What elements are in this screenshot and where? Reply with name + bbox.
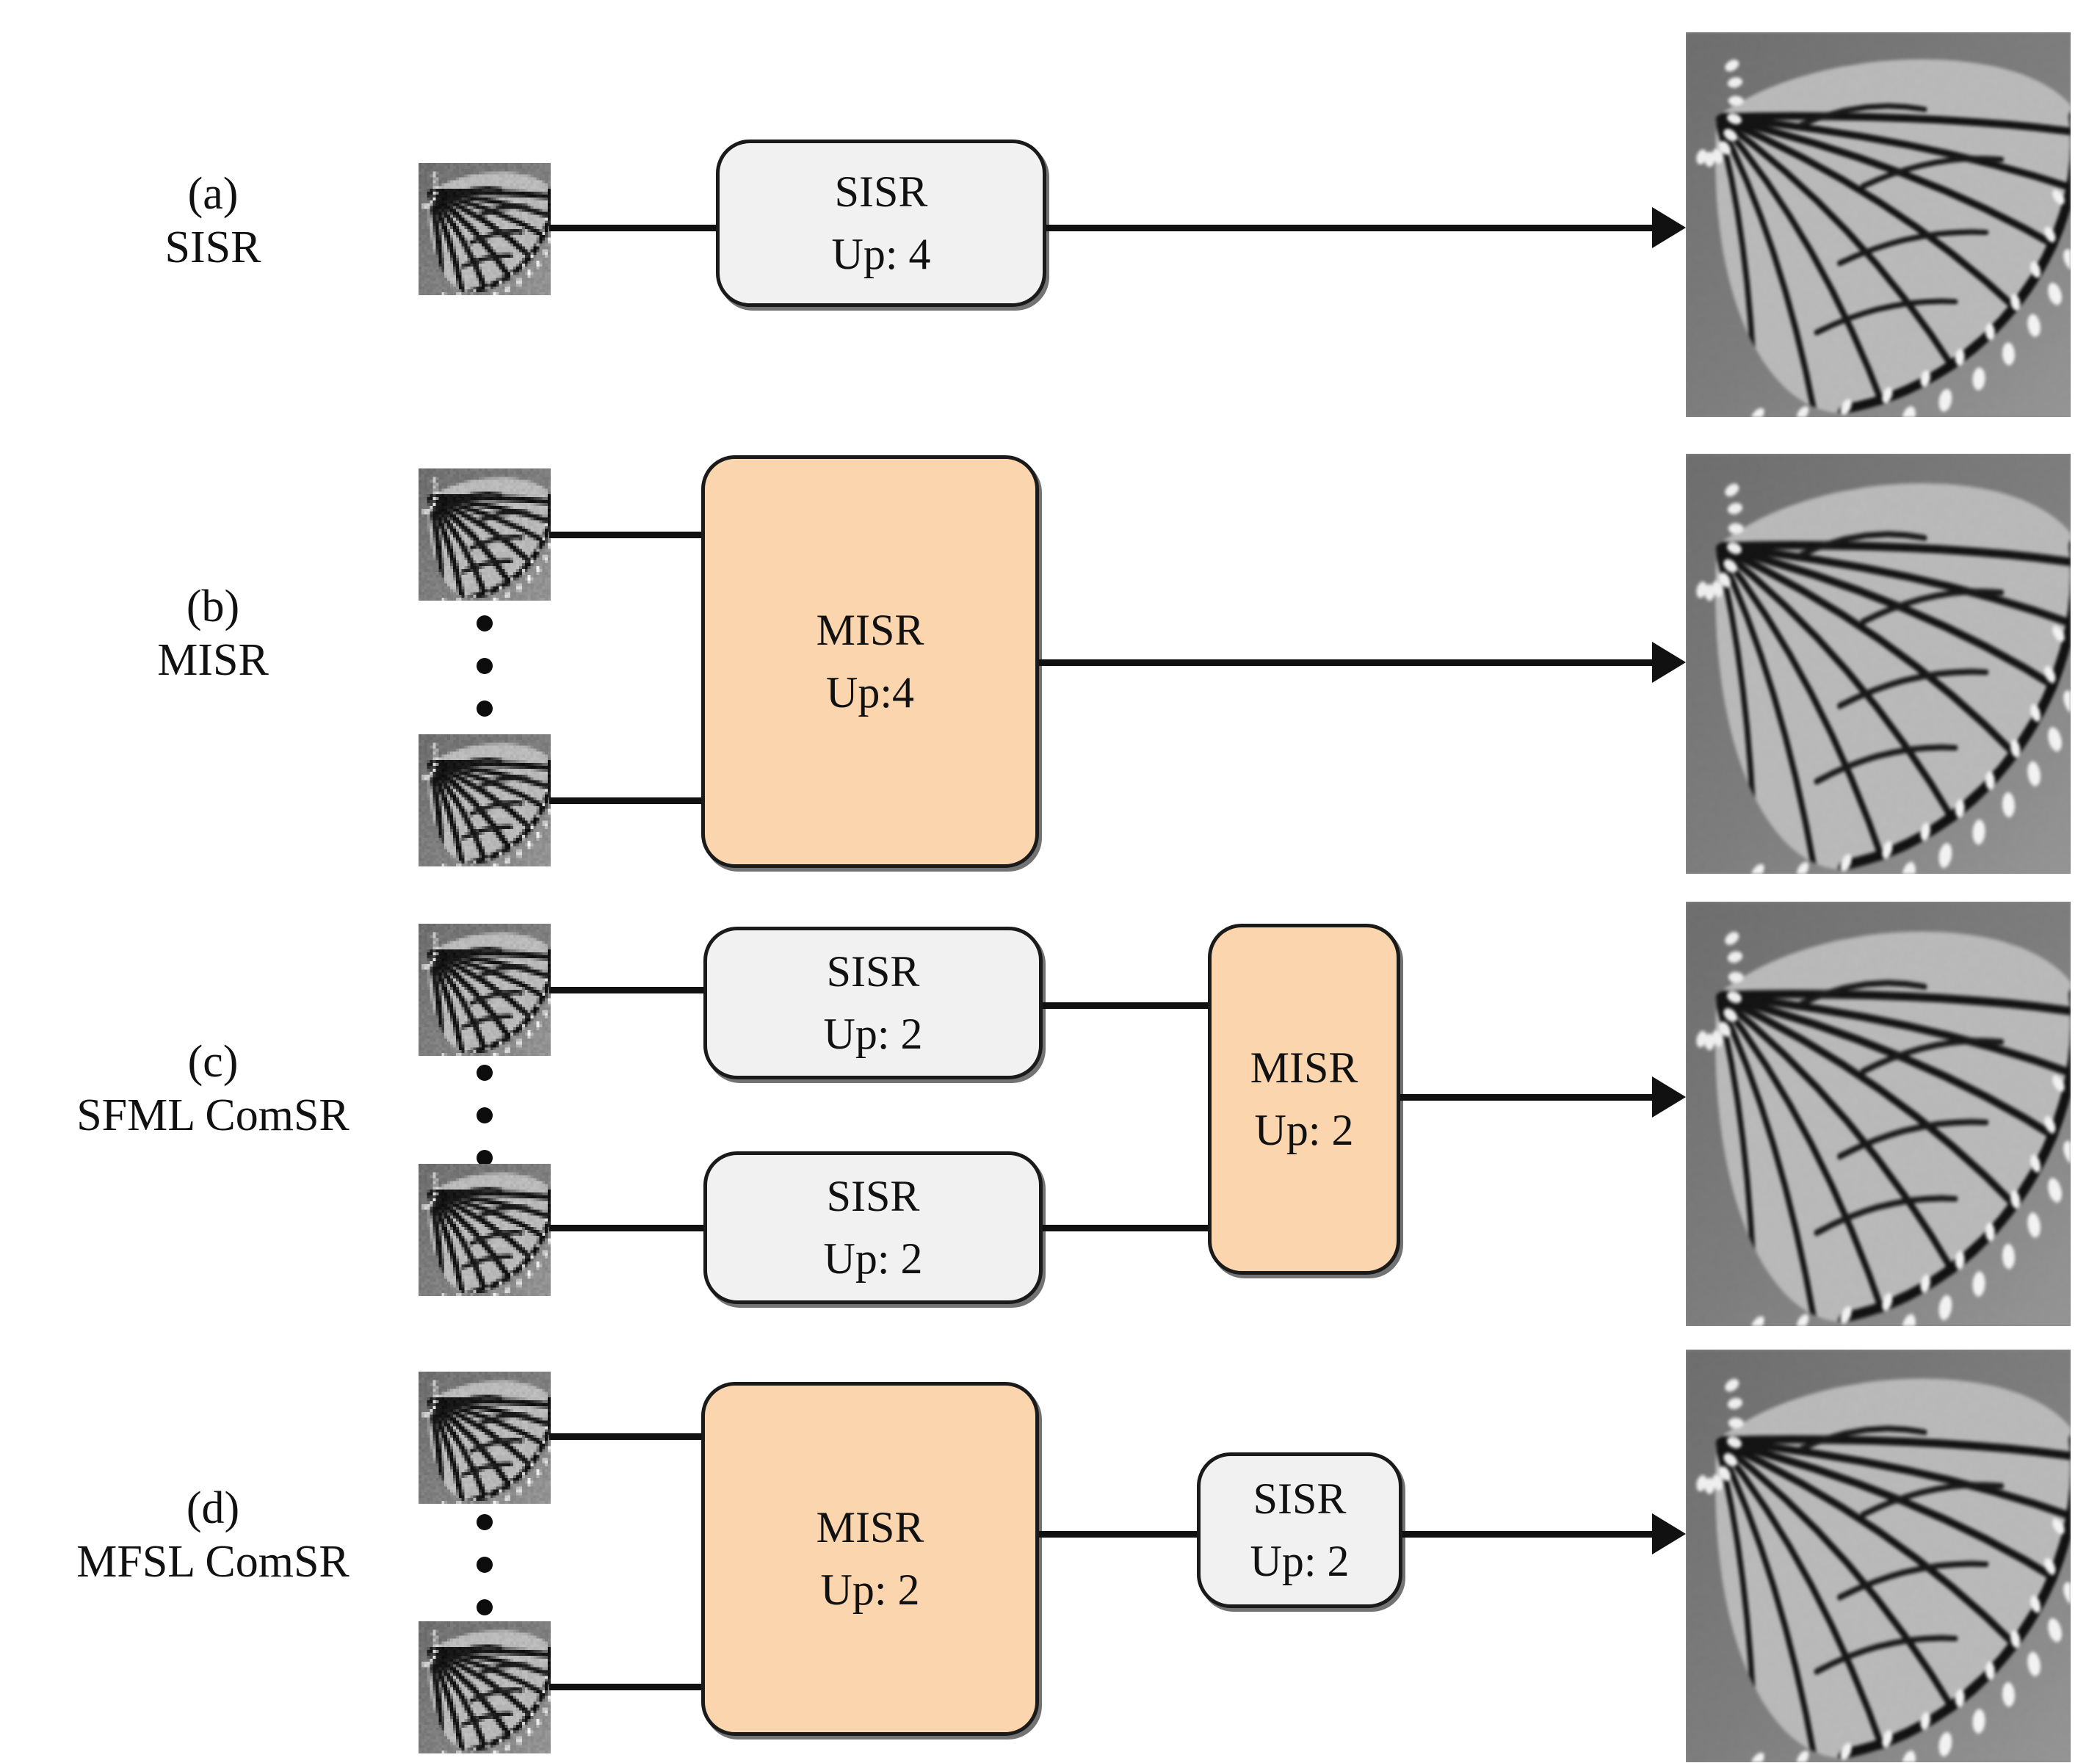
box-title-c-misr: MISR [1250,1037,1358,1099]
connector-c-input2-to-sisr2 [549,1225,705,1231]
output-image-b [1686,454,2071,874]
box-scale-c-sisr-1: Up: 2 [824,1003,923,1065]
connector-d-input1-to-misr [549,1433,705,1440]
box-scale-c-misr: Up: 2 [1255,1099,1354,1162]
row-label-a: (a) SISR [59,167,367,275]
connector-c-sisr1-to-misr [1043,1002,1212,1009]
input-thumbnail-a-1 [419,163,551,295]
row-name-d: MFSL ComSR [22,1535,404,1589]
vertical-ellipsis-icon-d [477,1514,493,1615]
box-title-b-misr: MISR [817,599,924,662]
vertical-ellipsis-icon-c [477,1065,493,1166]
arrow-right-icon-d [1652,1513,1686,1554]
connector-b-input1-to-box [549,532,705,538]
row-index-c: (c) [22,1035,404,1089]
process-box-d-sisr[interactable]: SISR Up: 2 [1197,1452,1402,1608]
row-label-b: (b) MISR [59,580,367,687]
box-title-c-sisr-1: SISR [827,941,920,1003]
connector-d-sisr-to-output [1402,1531,1665,1538]
arrow-right-icon-c [1652,1076,1686,1118]
box-scale-d-sisr: Up: 2 [1250,1530,1350,1593]
ellipsis-dot [477,1557,493,1573]
box-title-a-sisr: SISR [835,161,928,223]
connector-a-input-to-box [549,225,720,231]
vertical-ellipsis-icon-b [477,615,493,717]
connector-c-input1-to-sisr1 [549,987,705,993]
row-label-d: (d) MFSL ComSR [22,1482,404,1589]
row-label-c: (c) SFML ComSR [22,1035,404,1143]
process-box-d-misr[interactable]: MISR Up: 2 [701,1382,1039,1736]
input-thumbnail-b-1 [419,468,551,601]
output-image-c [1686,902,2071,1326]
process-box-a-sisr[interactable]: SISR Up: 4 [716,140,1046,307]
ellipsis-dot [477,615,493,631]
row-name-c: SFML ComSR [22,1089,404,1143]
output-image-a [1686,32,2071,417]
row-index-d: (d) [22,1482,404,1535]
process-box-c-misr[interactable]: MISR Up: 2 [1208,924,1400,1275]
process-box-c-sisr-1[interactable]: SISR Up: 2 [703,927,1043,1079]
input-thumbnail-b-2 [419,734,551,866]
arrow-right-icon-b [1652,642,1686,683]
connector-b-box-to-output [1039,659,1665,666]
ellipsis-dot [477,658,493,674]
connector-d-misr-to-sisr [1039,1531,1201,1538]
box-title-d-sisr: SISR [1253,1468,1347,1530]
box-scale-d-misr: Up: 2 [821,1559,920,1621]
row-name-a: SISR [59,221,367,275]
ellipsis-dot [477,1514,493,1530]
box-scale-b-misr: Up:4 [826,662,914,724]
ellipsis-dot [477,1065,493,1081]
output-image-d [1686,1350,2071,1762]
connector-c-sisr2-to-misr [1043,1225,1212,1231]
input-thumbnail-d-1 [419,1372,551,1504]
process-box-c-sisr-2[interactable]: SISR Up: 2 [703,1151,1043,1304]
box-scale-c-sisr-2: Up: 2 [824,1228,923,1290]
row-index-b: (b) [59,580,367,634]
input-thumbnail-d-2 [419,1621,551,1753]
process-box-b-misr[interactable]: MISR Up:4 [701,455,1039,868]
connector-c-misr-to-output [1400,1094,1665,1101]
connector-d-input2-to-misr [549,1684,705,1690]
box-scale-a-sisr: Up: 4 [832,223,931,286]
box-title-c-sisr-2: SISR [827,1165,920,1228]
ellipsis-dot [477,701,493,717]
row-index-a: (a) [59,167,367,221]
box-title-d-misr: MISR [817,1496,924,1559]
row-name-b: MISR [59,634,367,687]
connector-b-input2-to-box [549,797,705,804]
input-thumbnail-c-1 [419,924,551,1056]
ellipsis-dot [477,1599,493,1615]
connector-a-box-to-output [1046,225,1665,231]
arrow-right-icon-a [1652,207,1686,248]
input-thumbnail-c-2 [419,1164,551,1296]
ellipsis-dot [477,1107,493,1123]
